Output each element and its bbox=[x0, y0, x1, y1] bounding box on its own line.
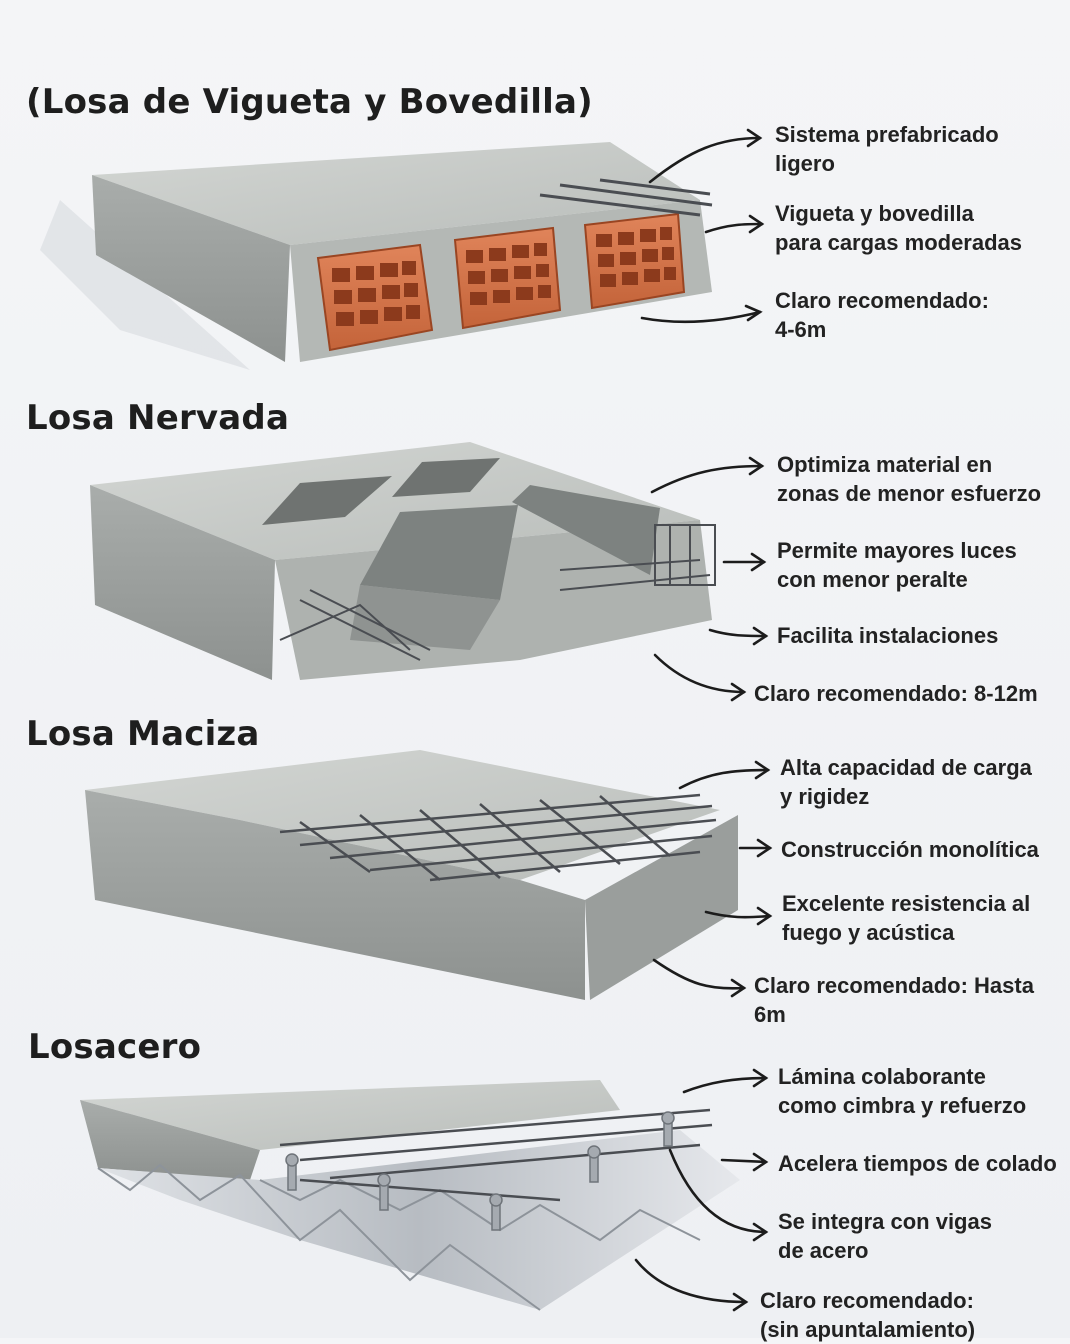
illustration-losa-maciza bbox=[85, 750, 738, 1000]
note-facilita-instalaciones: Facilita instalaciones bbox=[777, 623, 999, 648]
bovedilla-block-1 bbox=[316, 243, 434, 352]
section-title-losacero: Losacero bbox=[28, 1027, 202, 1067]
note-claro-4-6m: Claro recomendado:4-6m bbox=[775, 288, 989, 342]
illustration-losacero bbox=[80, 1080, 740, 1311]
note-construccion-monolitica: Construcción monolítica bbox=[781, 837, 1039, 862]
note-acelera-tiempos: Acelera tiempos de colado bbox=[778, 1151, 1057, 1176]
section-title-losa-nervada: Losa Nervada bbox=[26, 398, 290, 438]
section-title-vigueta-bovedilla: (Losa de Vigueta y Bovedilla) bbox=[26, 82, 593, 122]
bovedilla-block-3 bbox=[583, 212, 686, 310]
section-title-losa-maciza: Losa Maciza bbox=[26, 714, 260, 754]
bovedilla-block-2 bbox=[453, 226, 562, 330]
note-claro-8-12m: Claro recomendado: 8-12m bbox=[754, 681, 1038, 706]
illustration-losa-nervada bbox=[90, 442, 716, 680]
note-claro-sin-apuntalamiento: Claro recomendado:(sin apuntalamiento) bbox=[760, 1288, 976, 1342]
